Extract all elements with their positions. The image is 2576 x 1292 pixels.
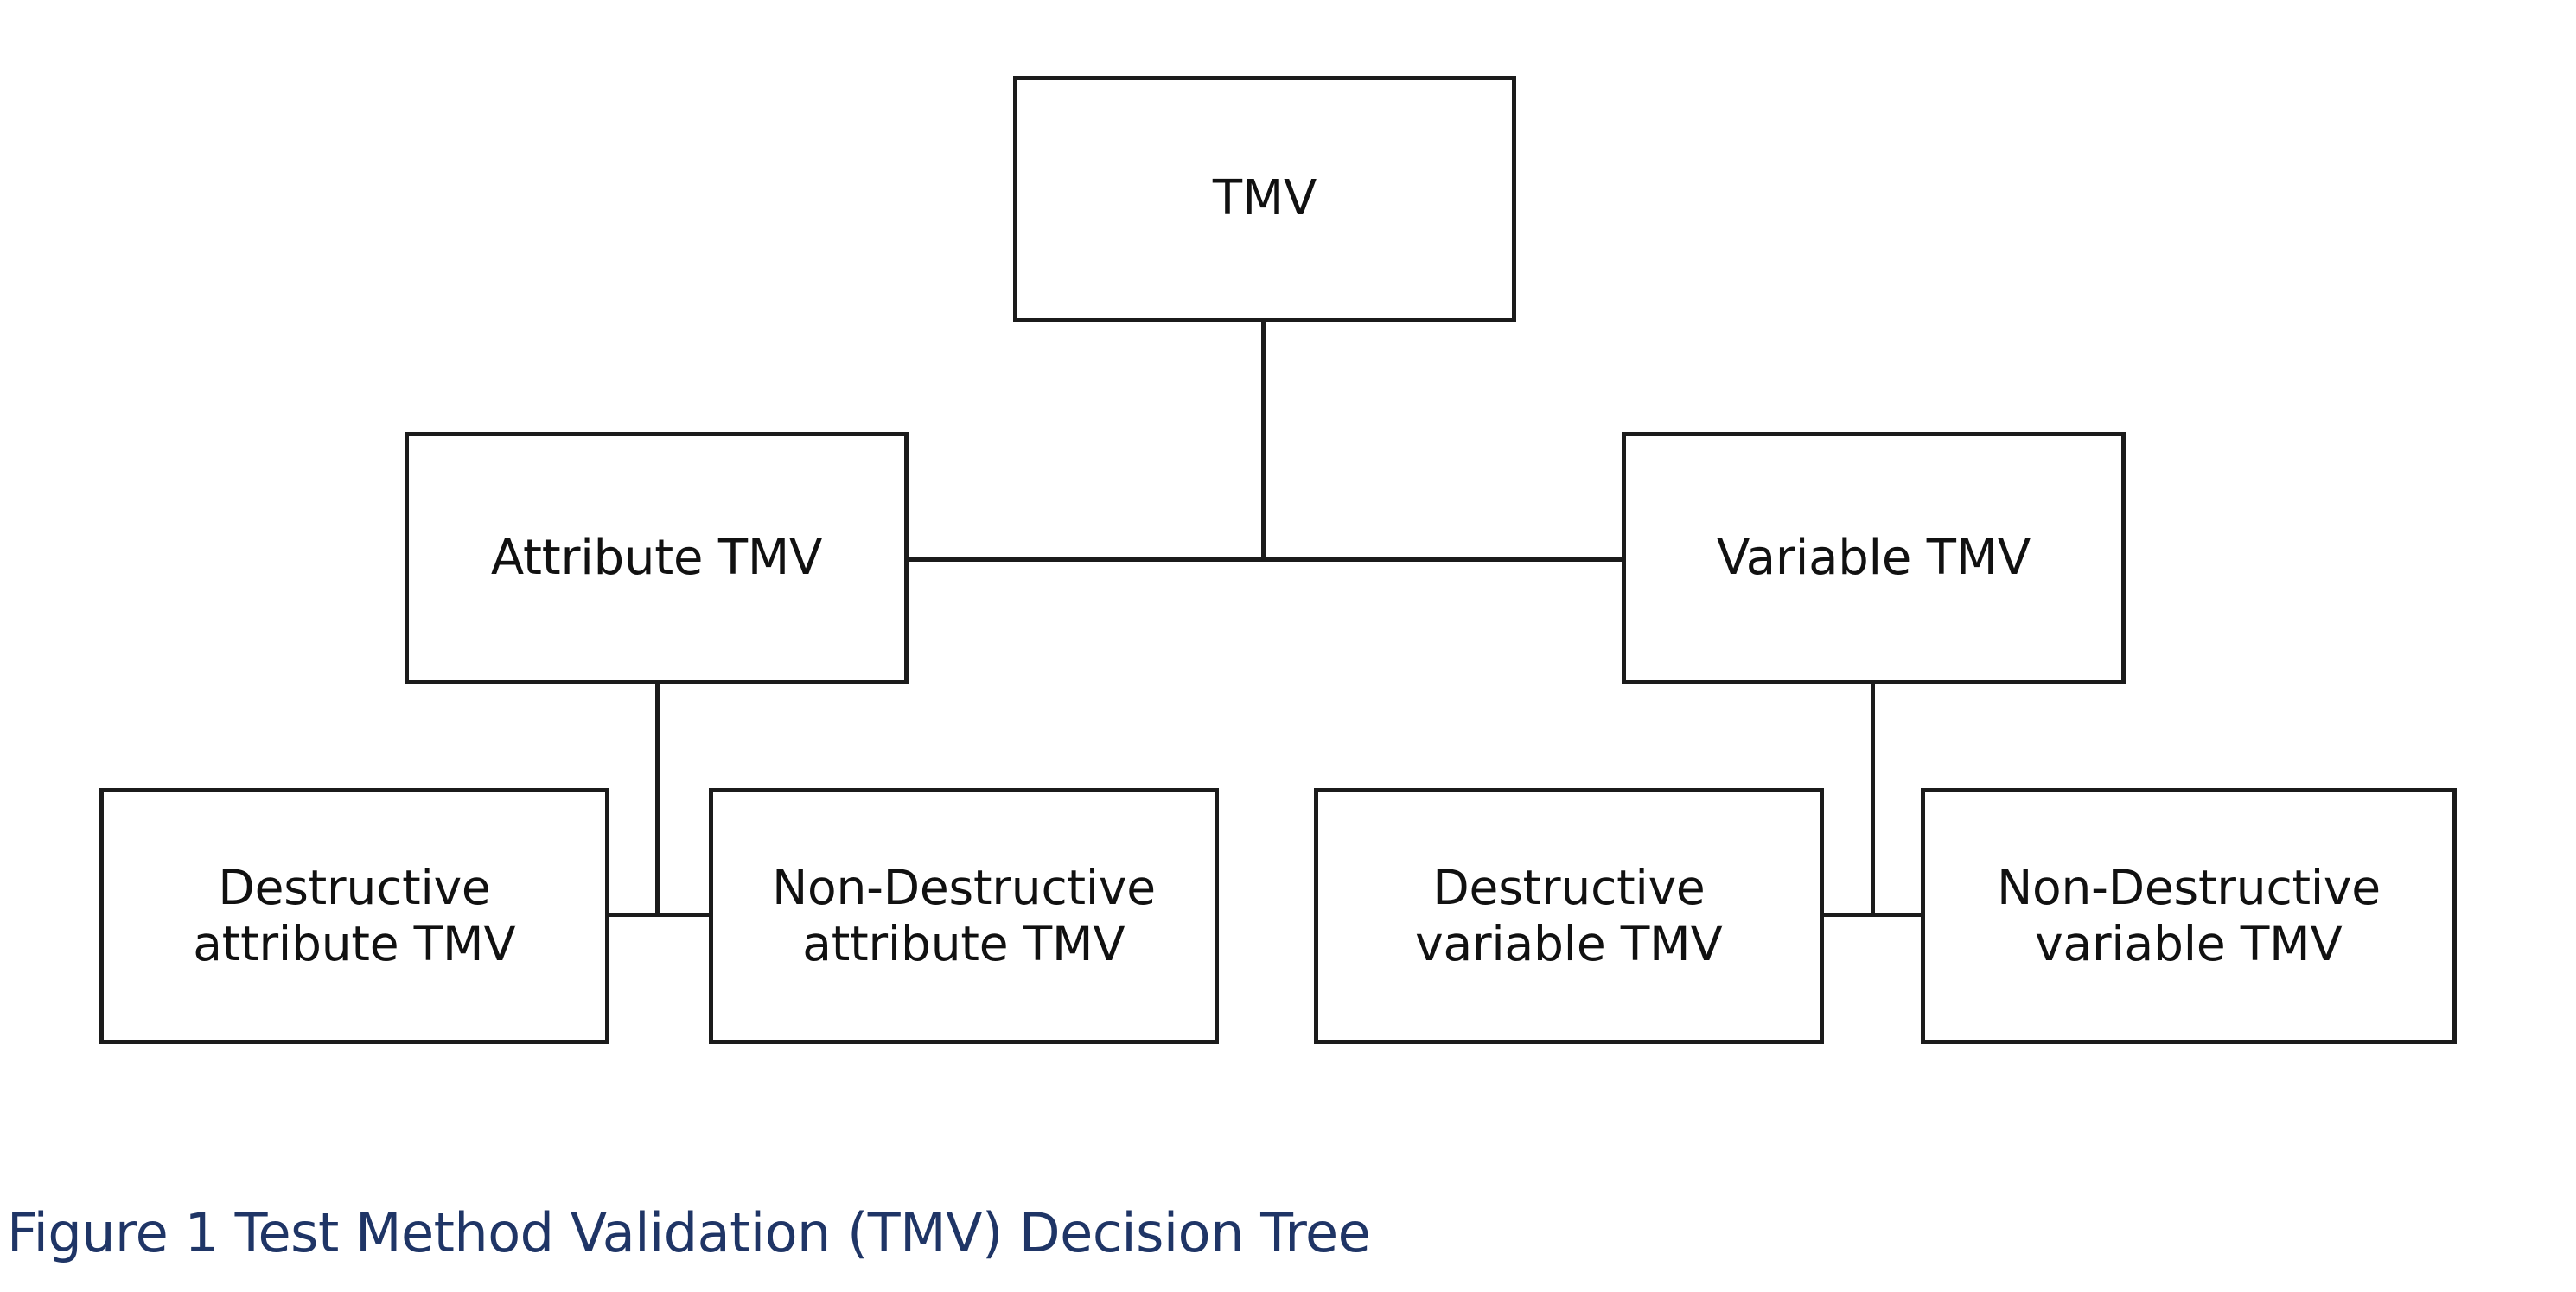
node-destructive-attribute-tmv[interactable]: Destructive attribute TMV [99,788,609,1044]
node-destructive-variable-tmv-label: Destructive variable TMV [1415,860,1723,971]
node-tmv[interactable]: TMV [1013,76,1516,322]
node-non-destructive-variable-tmv-label: Non-Destructive variable TMV [1997,860,2381,971]
node-non-destructive-attribute-tmv-label: Non-Destructive attribute TMV [772,860,1156,971]
connector-attribute-to-children [655,683,660,917]
connector-variable-children-bar [1821,913,1925,917]
node-destructive-attribute-tmv-label: Destructive attribute TMV [193,860,516,971]
connector-attribute-children-bar [606,913,711,917]
node-variable-tmv-label: Variable TMV [1717,529,2031,586]
node-tmv-label: TMV [1212,170,1317,227]
node-attribute-tmv[interactable]: Attribute TMV [405,432,909,684]
node-non-destructive-variable-tmv[interactable]: Non-Destructive variable TMV [1921,788,2457,1044]
node-non-destructive-attribute-tmv[interactable]: Non-Destructive attribute TMV [709,788,1219,1044]
connector-variable-to-children [1871,683,1875,917]
figure-caption: Figure 1 Test Method Validation (TMV) De… [7,1201,1371,1264]
connector-level1-horizontal-bar [906,557,1623,562]
node-variable-tmv[interactable]: Variable TMV [1622,432,2126,684]
node-destructive-variable-tmv[interactable]: Destructive variable TMV [1314,788,1824,1044]
connector-root-to-level1 [1261,322,1266,562]
node-attribute-tmv-label: Attribute TMV [490,529,823,586]
